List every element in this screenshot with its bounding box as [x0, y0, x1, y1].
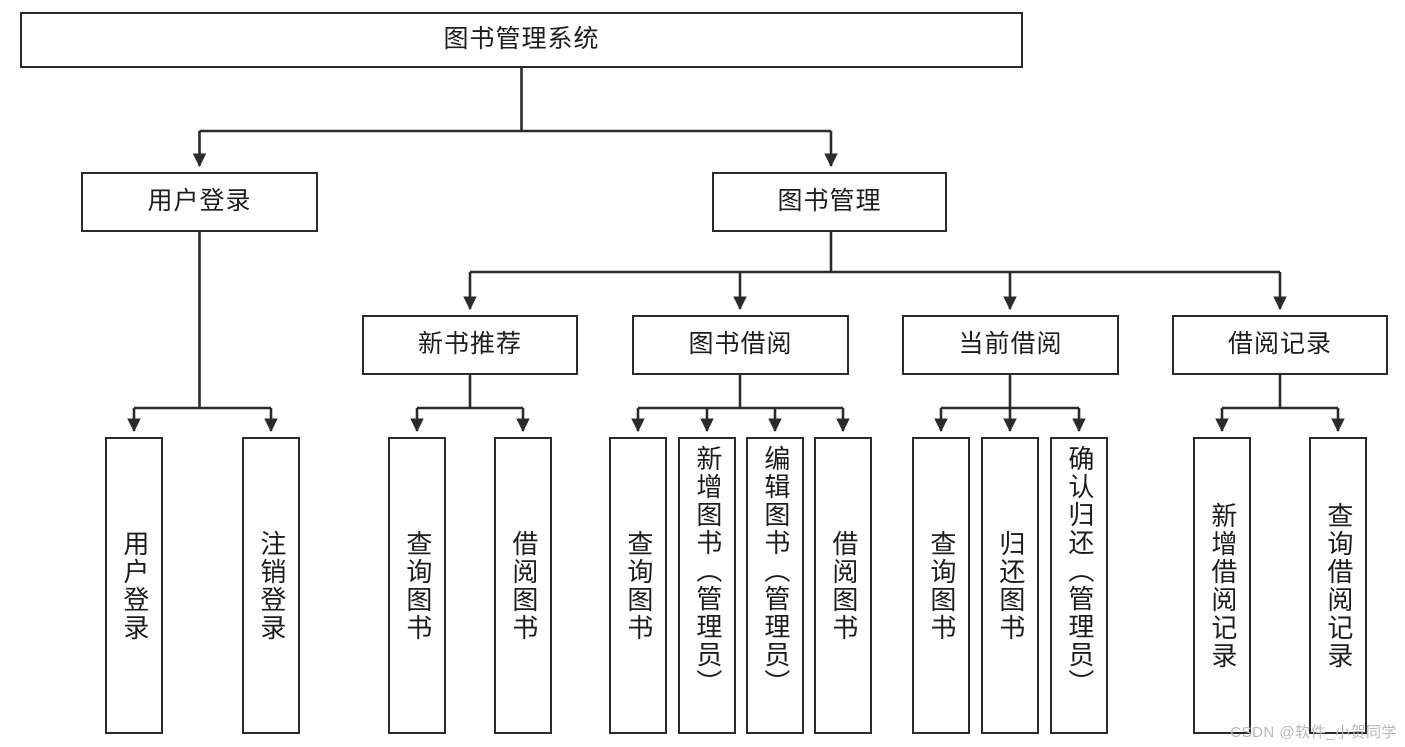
node-new-book-recommend[interactable]: 新书推荐	[362, 315, 578, 375]
node-borrow-record[interactable]: 借阅记录	[1172, 315, 1388, 375]
node-user-login[interactable]: 用户登录	[81, 172, 318, 232]
leaf-current-borrow-query[interactable]: 查询图书	[912, 437, 970, 734]
leaf-label: 查询图书	[623, 529, 654, 642]
leaf-label: 借阅图书	[828, 529, 859, 642]
leaf-borrow-record-query[interactable]: 查询借阅记录	[1309, 437, 1367, 734]
node-label: 图书借阅	[688, 330, 793, 359]
leaf-label: 归还图书	[995, 529, 1026, 642]
node-label: 图书管理	[777, 187, 882, 216]
leaf-label: 确认归还（管理员）	[1064, 445, 1095, 697]
leaf-borrow-record-add[interactable]: 新增借阅记录	[1193, 437, 1251, 734]
node-label: 借阅记录	[1227, 330, 1332, 359]
node-label: 图书管理系统	[443, 25, 600, 54]
leaf-label: 新增图书（管理员）	[692, 445, 723, 697]
node-current-borrow[interactable]: 当前借阅	[902, 315, 1119, 375]
leaf-book-borrow-query[interactable]: 查询图书	[609, 437, 667, 734]
leaf-new-book-query[interactable]: 查询图书	[388, 437, 446, 734]
leaf-label: 查询图书	[926, 529, 957, 642]
leaf-label: 查询借阅记录	[1323, 501, 1354, 670]
node-label: 用户登录	[147, 187, 252, 216]
node-root-system[interactable]: 图书管理系统	[20, 12, 1023, 68]
leaf-current-borrow-return[interactable]: 归还图书	[981, 437, 1039, 734]
leaf-label: 用户登录	[119, 529, 150, 642]
leaf-label: 借阅图书	[508, 529, 539, 642]
leaf-book-borrow-add[interactable]: 新增图书（管理员）	[678, 437, 736, 734]
node-book-management[interactable]: 图书管理	[712, 172, 947, 232]
leaf-user-login-logout[interactable]: 注销登录	[242, 437, 300, 734]
leaf-new-book-borrow[interactable]: 借阅图书	[494, 437, 552, 734]
leaf-user-login-login[interactable]: 用户登录	[105, 437, 163, 734]
node-label: 当前借阅	[958, 330, 1063, 359]
leaf-book-borrow-borrow[interactable]: 借阅图书	[814, 437, 872, 734]
leaf-label: 新增借阅记录	[1207, 501, 1238, 670]
leaf-book-borrow-edit[interactable]: 编辑图书（管理员）	[746, 437, 804, 734]
leaf-label: 编辑图书（管理员）	[760, 445, 791, 697]
node-label: 新书推荐	[417, 330, 522, 359]
node-book-borrow[interactable]: 图书借阅	[632, 315, 849, 375]
leaf-label: 查询图书	[402, 529, 433, 642]
watermark-csdn: CSDN @软件_小贺同学	[1230, 724, 1397, 741]
leaf-current-borrow-confirm-return[interactable]: 确认归还（管理员）	[1050, 437, 1108, 734]
leaf-label: 注销登录	[256, 529, 287, 642]
